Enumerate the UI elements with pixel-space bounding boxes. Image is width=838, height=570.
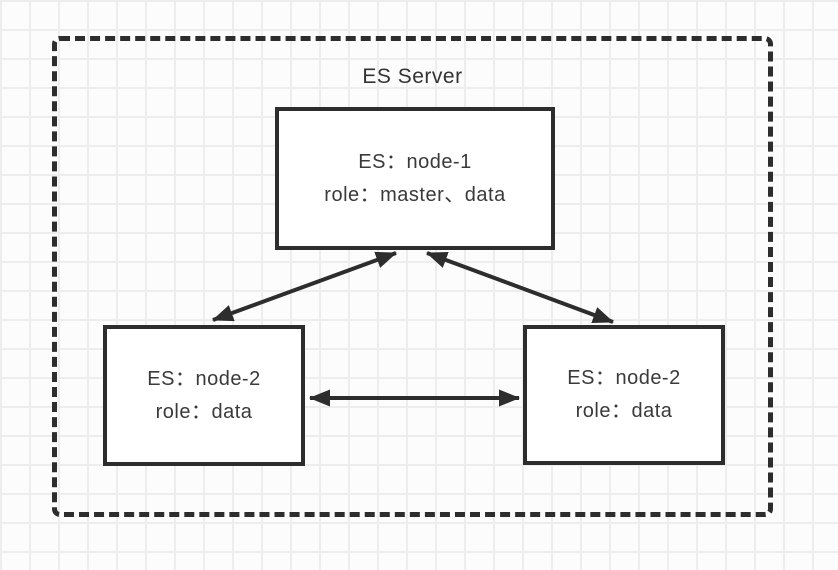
node-1-name-label: ES：node-1: [358, 150, 472, 173]
node-2-right-role-label: role：data: [575, 400, 673, 422]
node-es-node-1: ES：node-1 role：master、data: [275, 107, 555, 250]
diagram-title: ES Server: [362, 65, 463, 88]
node-es-node-2-left: ES：node-2 role：data: [103, 325, 305, 466]
node-2-left-name-label: ES：node-2: [147, 367, 261, 390]
node-2-right-name-label: ES：node-2: [567, 367, 681, 389]
node-1-role-label: role：master、data: [324, 183, 506, 206]
node-2-left-role-label: role：data: [155, 400, 253, 423]
es-server-boundary: ES Server: [52, 36, 773, 517]
node-es-node-2-right: ES：node-2 role：data: [523, 325, 725, 465]
